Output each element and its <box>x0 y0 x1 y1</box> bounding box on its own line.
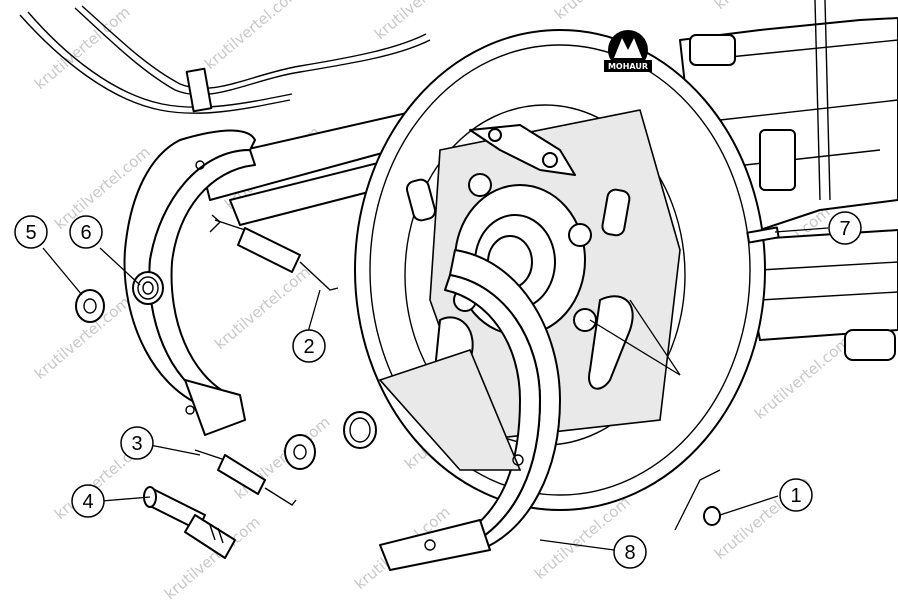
backing-plate <box>354 29 766 511</box>
svg-text:5: 5 <box>25 222 36 244</box>
svg-text:6: 6 <box>80 222 91 244</box>
callout-6: 6 <box>69 215 103 249</box>
spring-lower <box>194 449 297 506</box>
adjuster <box>143 486 236 559</box>
watermark-text: krutilvertel.com <box>711 0 814 13</box>
callout-3: 3 <box>120 426 154 460</box>
callout-2: 2 <box>292 329 326 363</box>
callout-group: 1 2 3 4 5 6 7 8 <box>14 211 862 569</box>
watermark-text: krutilvertel.com <box>551 0 654 23</box>
watermark-text: krutilvertel.com <box>371 0 474 43</box>
svg-text:8: 8 <box>624 542 635 564</box>
brake-shoe-rear <box>123 129 256 436</box>
svg-text:7: 7 <box>839 218 850 240</box>
svg-text:2: 2 <box>303 336 314 358</box>
svg-text:3: 3 <box>131 433 142 455</box>
brake-shoe-front <box>378 249 561 571</box>
watermark-text: krutilvertel.com <box>201 0 304 73</box>
callout-5: 5 <box>14 215 48 249</box>
callout-1: 1 <box>779 478 813 512</box>
nut-1 <box>703 506 721 526</box>
watermark-text: krutilvertel.com <box>231 413 334 503</box>
hold-down-spring-left <box>75 271 164 323</box>
parking-brake-cable <box>19 5 431 114</box>
callout-4: 4 <box>71 484 105 518</box>
publisher-logo: MOHAUR <box>604 30 652 72</box>
leader-lines <box>42 227 829 551</box>
hold-down-spring-center <box>284 411 377 470</box>
logo-text: MOHAUR <box>608 62 648 71</box>
svg-text:1: 1 <box>790 485 801 507</box>
svg-text:4: 4 <box>82 491 93 513</box>
return-spring-upper <box>209 214 339 291</box>
watermark-text: krutilvertel.com <box>751 333 854 423</box>
callout-8: 8 <box>613 535 647 569</box>
callout-7: 7 <box>828 211 862 245</box>
